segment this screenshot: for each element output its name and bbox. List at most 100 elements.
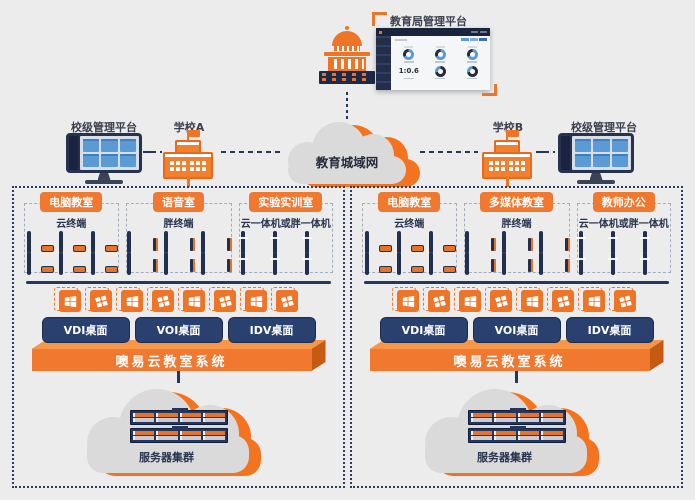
- metro-network-cloud: 教育城域网: [286, 118, 420, 190]
- drive-bay: [470, 413, 492, 422]
- terminal-type-label: 云一体机或胖一体机: [240, 219, 331, 230]
- windows-logo-icon: [85, 287, 112, 312]
- windows-logo-icon: [516, 287, 543, 312]
- vdi-desktop-button: VDI桌面: [41, 317, 130, 343]
- drive-bay: [132, 413, 154, 422]
- windows-logo-icon: [578, 287, 605, 312]
- windows-os-row: [362, 287, 671, 312]
- dashboard-header-menu: [471, 31, 487, 33]
- classroom-label: 语音室: [153, 192, 204, 212]
- connector-schoolB-monitor: [536, 151, 555, 153]
- fat-terminal-monitor-icon: [200, 252, 232, 275]
- windows-logo-icon: [485, 287, 512, 312]
- right-platform-label: 校级管理平台: [571, 121, 637, 134]
- classroom-label: 电脑教室: [40, 192, 103, 212]
- server-rack-stack: [129, 408, 228, 443]
- drive-bay: [494, 413, 516, 422]
- classroom-label: 实验实训室: [249, 192, 323, 212]
- dashboard-logo-dot: [379, 30, 382, 34]
- platform-bar-label: 噢易云教室系统: [31, 349, 312, 371]
- connector-platform-servercloud: [515, 371, 518, 383]
- fat-terminal-monitor-icon: [163, 252, 195, 275]
- drive-bay: [203, 413, 225, 422]
- terminal-type-label: 云一体机或胖一体机: [578, 219, 669, 230]
- connector-schoolA-cloud: [221, 151, 281, 153]
- fat-terminal-monitor-icon: [538, 252, 570, 275]
- server-rack: [129, 426, 228, 443]
- cloud-terminal-monitor-icon: [90, 252, 118, 275]
- classroom-lab: 实验实训室 云一体机或胖一体机: [238, 192, 333, 275]
- server-rack: [467, 426, 566, 443]
- all-in-one-monitor-icon: [643, 231, 668, 254]
- windows-logo-icon: [609, 287, 636, 312]
- windows-logo-icon: [547, 287, 574, 312]
- windows-logo-icon: [454, 287, 481, 312]
- windows-logo-icon: [271, 287, 298, 312]
- cloud-classroom-platform-bar: 噢易云教室系统: [369, 340, 664, 371]
- cloud-terminal-monitor-icon: [364, 252, 392, 275]
- all-in-one-monitor-icon: [643, 252, 668, 275]
- server-cluster-label: 服务器集群: [477, 451, 532, 464]
- fat-terminal-monitor-icon: [126, 252, 158, 275]
- fat-terminal-monitor-icon: [501, 231, 533, 254]
- classroom-multimedia: 多媒体教室 胖终端: [463, 192, 570, 275]
- windows-logo-icon: [116, 287, 143, 312]
- classroom-label: 电脑教室: [378, 192, 441, 212]
- fat-terminal-monitor-icon: [501, 252, 533, 275]
- server-rack-stack: [467, 408, 566, 443]
- all-in-one-monitor-icon: [241, 231, 266, 254]
- all-in-one-monitor-icon: [611, 252, 636, 275]
- school-a-building-icon: [163, 130, 213, 179]
- cloud-terminal-monitor-icon: [396, 252, 424, 275]
- fat-terminal-monitor-icon: [464, 231, 496, 254]
- drive-bay: [541, 413, 563, 422]
- all-in-one-monitor-icon: [305, 231, 330, 254]
- vdi-desktop-button: VDI桌面: [379, 317, 468, 343]
- classroom-voice: 语音室 胖终端: [125, 192, 232, 275]
- drive-bay: [179, 413, 201, 422]
- classroom-label: 多媒体教室: [480, 192, 553, 212]
- windows-logo-icon: [209, 287, 236, 312]
- ratio-stat: 1:0.6: [395, 66, 423, 79]
- left-platform-label: 校级管理平台: [71, 121, 137, 134]
- zone-bus-line: [364, 281, 669, 284]
- fat-terminal-monitor-icon: [163, 231, 195, 254]
- drive-bay: [156, 413, 178, 422]
- classroom-label: 教师办公: [592, 192, 655, 212]
- donut-chart: [458, 65, 486, 79]
- drive-bay: [132, 431, 154, 440]
- frame-bracket-top-left: [372, 12, 387, 26]
- all-in-one-monitor-icon: [305, 252, 330, 275]
- connector-schoolB-zone: [506, 176, 509, 187]
- voi-desktop-button: VOI桌面: [134, 317, 223, 343]
- terminal-type-label: 云终端: [394, 219, 425, 230]
- education-bureau-building-icon: [316, 26, 378, 84]
- platform-bar-label: 噢易云教室系统: [369, 349, 650, 371]
- drive-bay: [541, 431, 563, 440]
- drive-bay: [517, 413, 539, 422]
- cloud-terminal-monitor-icon: [26, 231, 54, 254]
- cloud-terminal-monitor-icon: [26, 252, 54, 275]
- drive-bay: [470, 431, 492, 440]
- drive-bay: [494, 431, 516, 440]
- all-in-one-monitor-icon: [241, 252, 266, 275]
- terminal-type-label: 胖终端: [501, 219, 532, 230]
- connector-schoolA-zone: [187, 176, 190, 187]
- server-rack: [129, 408, 228, 425]
- drive-bay: [179, 431, 201, 440]
- server-cloud: 服务器集群: [417, 383, 617, 483]
- windows-logo-icon: [54, 287, 81, 312]
- connector-platform-servercloud: [177, 371, 180, 383]
- drive-bay: [156, 431, 178, 440]
- fat-terminal-monitor-icon: [126, 231, 158, 254]
- cloud-terminal-monitor-icon: [428, 231, 456, 254]
- terminal-type-label: 云终端: [56, 219, 87, 230]
- all-in-one-monitor-icon: [579, 252, 604, 275]
- zone-bus-line: [26, 281, 331, 284]
- cloud-terminal-monitor-icon: [90, 231, 118, 254]
- windows-logo-icon: [178, 287, 205, 312]
- all-in-one-monitor-icon: [611, 231, 636, 254]
- server-cluster-label: 服务器集群: [139, 451, 194, 464]
- classroom-computer: 电脑教室 云终端: [362, 192, 457, 275]
- school-b-building-icon: [482, 130, 532, 179]
